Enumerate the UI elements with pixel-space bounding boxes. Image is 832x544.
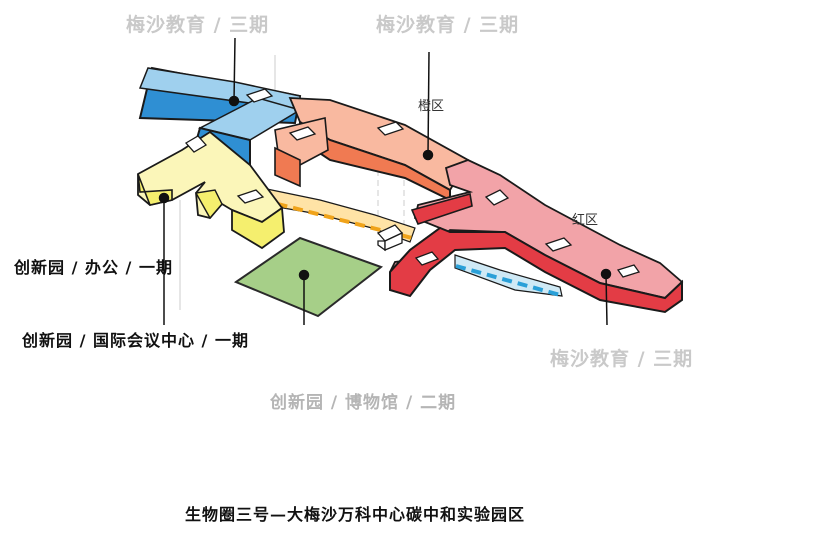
label-zone-hong: 红区 — [572, 213, 599, 228]
red-wing — [389, 159, 684, 314]
label-innovation-museum: 创新园 / 博物馆 / 二期 — [270, 393, 457, 413]
connector-bridge-blue — [454, 254, 563, 297]
label-meisha-education-right: 梅沙教育 / 三期 — [550, 348, 694, 370]
label-meisha-education-left: 梅沙教育 / 三期 — [126, 14, 270, 36]
leader-dot — [600, 268, 612, 280]
leader-lines — [158, 37, 612, 326]
leader-dot — [228, 95, 240, 107]
label-meisha-education-center: 梅沙教育 / 三期 — [376, 14, 520, 36]
label-innovation-conference: 创新园 / 国际会议中心 / 一期 — [22, 331, 249, 350]
leader-dot — [422, 149, 434, 161]
diagram-caption: 生物圈三号—大梅沙万科中心碳中和实验园区 — [185, 505, 526, 524]
label-zone-chen: 橙区 — [418, 99, 445, 114]
label-innovation-office: 创新园 / 办公 / 一期 — [14, 258, 173, 277]
roof-box — [184, 88, 641, 278]
yellow-wing — [137, 130, 285, 250]
leader-dot — [158, 192, 170, 204]
orange-wing — [274, 97, 470, 202]
